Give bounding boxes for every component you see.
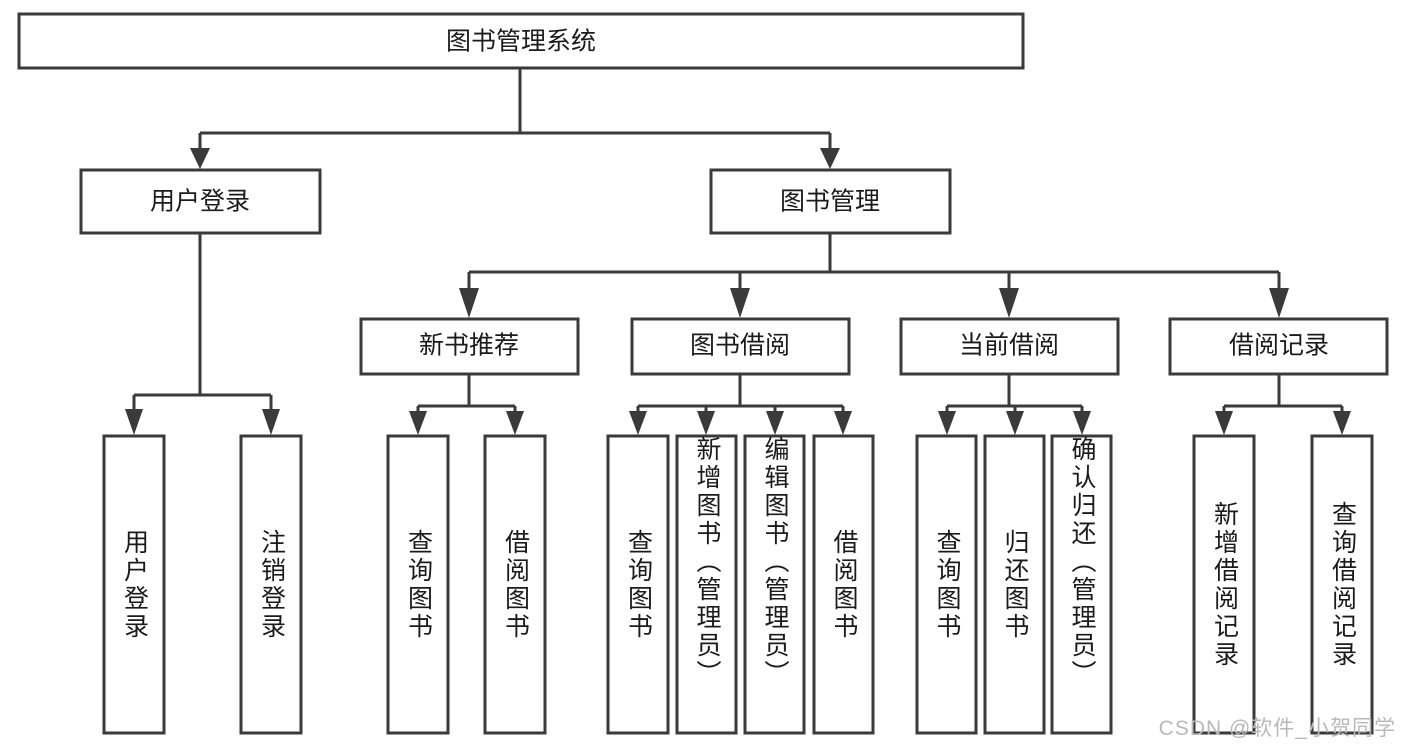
csdn-watermark: CSDN @软件_小贺同学 — [1158, 717, 1396, 740]
connector-layer — [125, 68, 1351, 435]
node-user-login[interactable]: 用户登录 — [79, 168, 322, 235]
leaf-box-query-book-2[interactable] — [606, 434, 670, 735]
arrow-to-new-book-recommend — [459, 288, 479, 318]
node-borrow-record-label: 借阅记录 — [1229, 332, 1329, 360]
node-new-book-recommend-label: 新书推荐 — [419, 332, 519, 360]
leaf-box-query-book-3[interactable] — [915, 434, 978, 735]
leaf-box-add-record[interactable] — [1192, 434, 1256, 735]
arrow-to-leaf-confirm-return — [1073, 411, 1091, 435]
node-root-label: 图书管理系统 — [446, 28, 596, 56]
leaf-box-borrow-book-1[interactable] — [483, 434, 547, 735]
arrow-to-leaf-edit-book — [766, 411, 784, 435]
leaf-box-layer — [102, 434, 1374, 735]
node-user-login-label: 用户登录 — [150, 188, 250, 216]
arrow-to-book-manage — [820, 148, 840, 169]
arrow-to-leaf-add-record — [1215, 411, 1233, 435]
arrow-to-leaf-return-book — [1006, 411, 1024, 435]
node-current-borrow-label: 当前借阅 — [959, 332, 1059, 360]
arrow-to-user-login — [190, 148, 210, 169]
node-book-borrow-label: 图书借阅 — [690, 332, 790, 360]
node-root[interactable]: 图书管理系统 — [17, 12, 1025, 70]
arrow-to-leaf-query-record — [1333, 411, 1351, 435]
leaf-box-return-book[interactable] — [983, 434, 1046, 735]
leaf-box-borrow-book-2[interactable] — [812, 434, 875, 735]
arrow-to-leaf-add-book — [697, 411, 715, 435]
arrow-to-leaf-query-book-3 — [938, 411, 956, 435]
arrow-to-borrow-record — [1269, 288, 1289, 318]
arrow-to-leaf-query-book-2 — [629, 411, 647, 435]
arrow-to-leaf-borrow-book-2 — [834, 411, 852, 435]
arrow-to-leaf-query-book-1 — [409, 411, 427, 435]
node-new-book-recommend[interactable]: 新书推荐 — [359, 317, 580, 376]
arrow-to-book-borrow — [730, 288, 750, 318]
leaf-box-edit-book[interactable] — [743, 434, 806, 735]
arrow-to-leaf-user-login — [125, 409, 143, 435]
node-book-borrow[interactable]: 图书借阅 — [630, 317, 851, 376]
leaf-box-user-login[interactable] — [102, 434, 166, 735]
node-borrow-record[interactable]: 借阅记录 — [1168, 317, 1389, 376]
leaf-box-logout-login[interactable] — [239, 434, 303, 735]
node-book-manage-label: 图书管理 — [780, 188, 880, 216]
arrow-to-leaf-logout-login — [262, 409, 280, 435]
arrow-to-current-borrow — [999, 288, 1019, 318]
node-book-manage[interactable]: 图书管理 — [709, 168, 952, 235]
arrow-to-leaf-borrow-book-1 — [506, 411, 524, 435]
leaf-box-query-record[interactable] — [1310, 434, 1374, 735]
leaf-box-query-book-1[interactable] — [386, 434, 450, 735]
leaf-box-add-book[interactable] — [675, 434, 738, 735]
leaf-box-confirm-return[interactable] — [1050, 434, 1113, 735]
node-current-borrow[interactable]: 当前借阅 — [899, 317, 1120, 376]
